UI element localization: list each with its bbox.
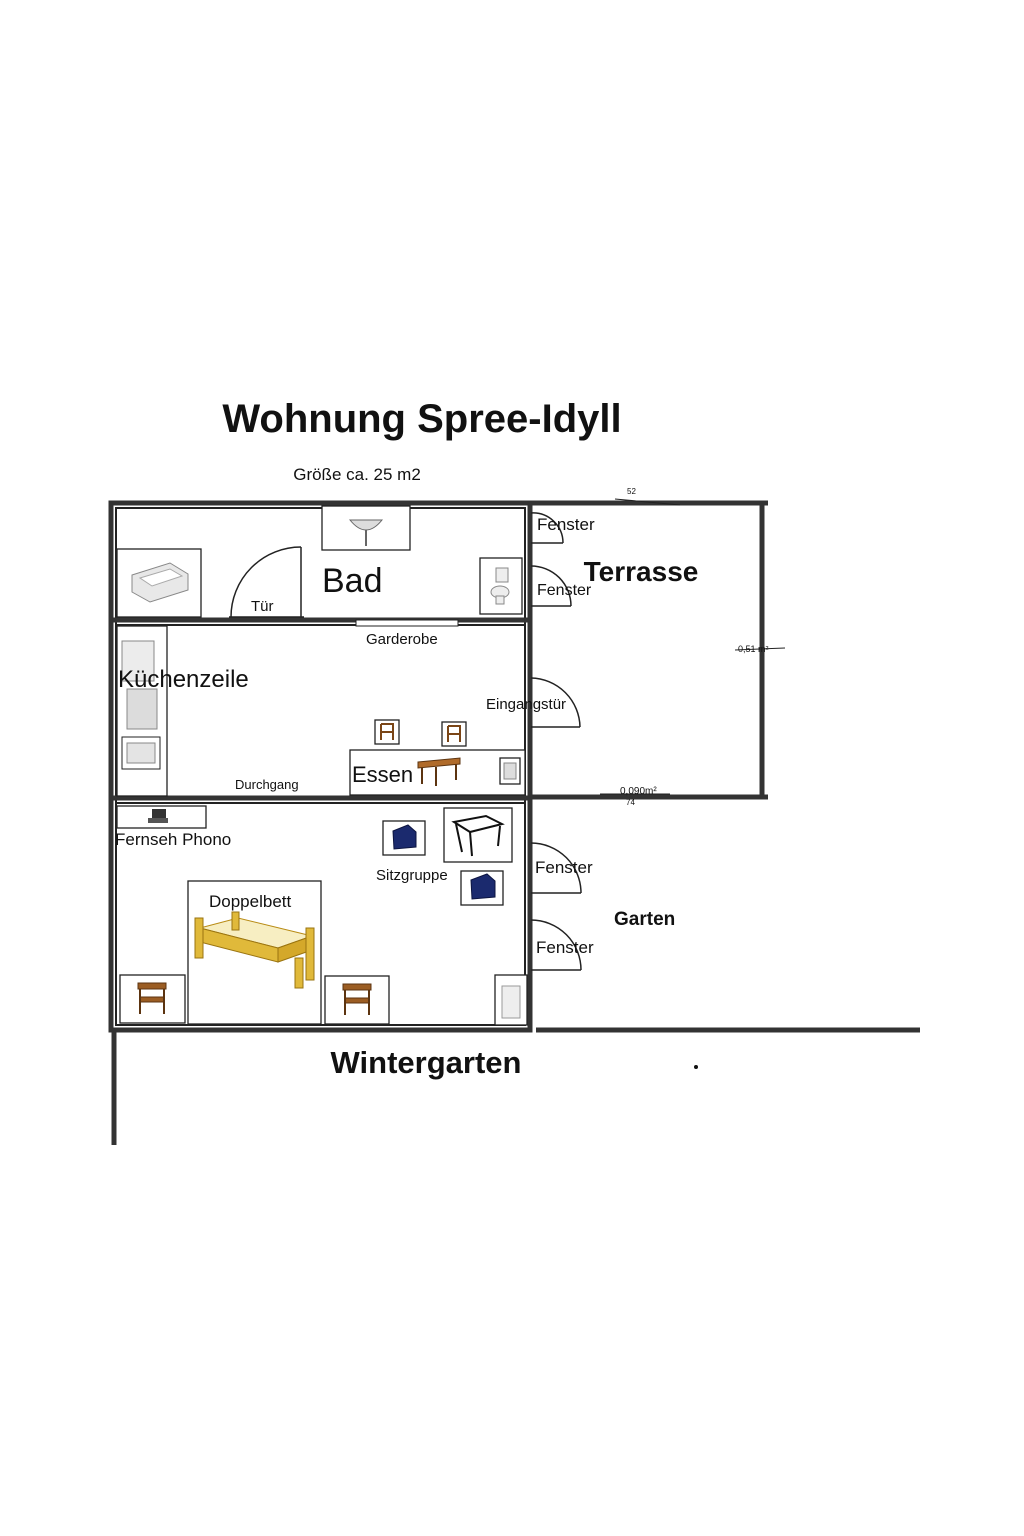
dining-area xyxy=(349,749,526,796)
window-terrace-1 xyxy=(530,512,564,544)
door-label: Tür xyxy=(251,598,274,615)
fridge-icon xyxy=(121,640,155,682)
armchair-icon xyxy=(460,870,504,906)
window-garden-2 xyxy=(530,919,582,971)
plan-subtitle: Größe ca. 25 m2 xyxy=(293,465,421,484)
plan-title: Wohnung Spree-Idyll xyxy=(222,397,621,441)
tv-phono-label: Fernseh Phono xyxy=(115,830,231,849)
nightstand-icon xyxy=(119,974,186,1024)
window-terrace-2 xyxy=(530,565,572,607)
dining-table-icon xyxy=(417,757,461,786)
coffee-table-icon xyxy=(443,807,513,863)
room-label-terrasse: Terrasse xyxy=(584,556,699,587)
nightstand-icon xyxy=(324,975,390,1025)
terrace-outline: 52 0,51 m² 0,090m² 74 xyxy=(530,487,786,807)
measure-bottom-small: 74 xyxy=(626,798,635,807)
durchgang-label: Durchgang xyxy=(235,777,299,792)
window-garden-1 xyxy=(530,842,582,894)
garden-boundary xyxy=(536,1027,920,1069)
sink-basin-icon xyxy=(348,519,384,531)
window-label: Fenster xyxy=(536,938,594,957)
entrance-door-label: Eingangstür xyxy=(486,696,566,713)
room-kueche: Garderobe Küchenzeile Durchgang Essen xyxy=(116,619,581,797)
garderobe-label: Garderobe xyxy=(366,631,438,648)
chair-icon xyxy=(441,721,467,747)
sitzgruppe-label: Sitzgruppe xyxy=(376,867,448,884)
wardrobe-icon xyxy=(494,974,528,1026)
room-wohnen: Fernseh Phono Sitzgruppe Doppelbett xyxy=(115,805,528,1026)
doppelbett-label: Doppelbett xyxy=(209,892,292,911)
dishwasher-icon xyxy=(126,688,158,730)
window-label: Fenster xyxy=(537,515,595,534)
window-label: Fenster xyxy=(535,858,593,877)
armchair-icon xyxy=(382,820,426,856)
room-label-kueche: Küchenzeile xyxy=(118,666,249,693)
window-label: Fenster xyxy=(537,582,592,599)
bathroom-door xyxy=(229,546,304,618)
measure-top: 52 xyxy=(627,487,636,496)
room-label-bad: Bad xyxy=(322,562,383,600)
room-bad: Bad Tür xyxy=(116,505,523,618)
room-label-garten: Garten xyxy=(614,909,675,930)
garderobe-rail xyxy=(355,619,459,627)
measure-bottom: 0,090m² xyxy=(620,786,657,797)
room-label-essen: Essen xyxy=(352,762,413,787)
chair-icon xyxy=(374,719,400,745)
entrance-door xyxy=(530,677,581,728)
room-label-wintergarten: Wintergarten xyxy=(331,1045,522,1080)
tv-icon xyxy=(152,809,166,819)
bed-icon xyxy=(194,911,315,989)
measure-right: 0,51 m² xyxy=(738,644,769,654)
